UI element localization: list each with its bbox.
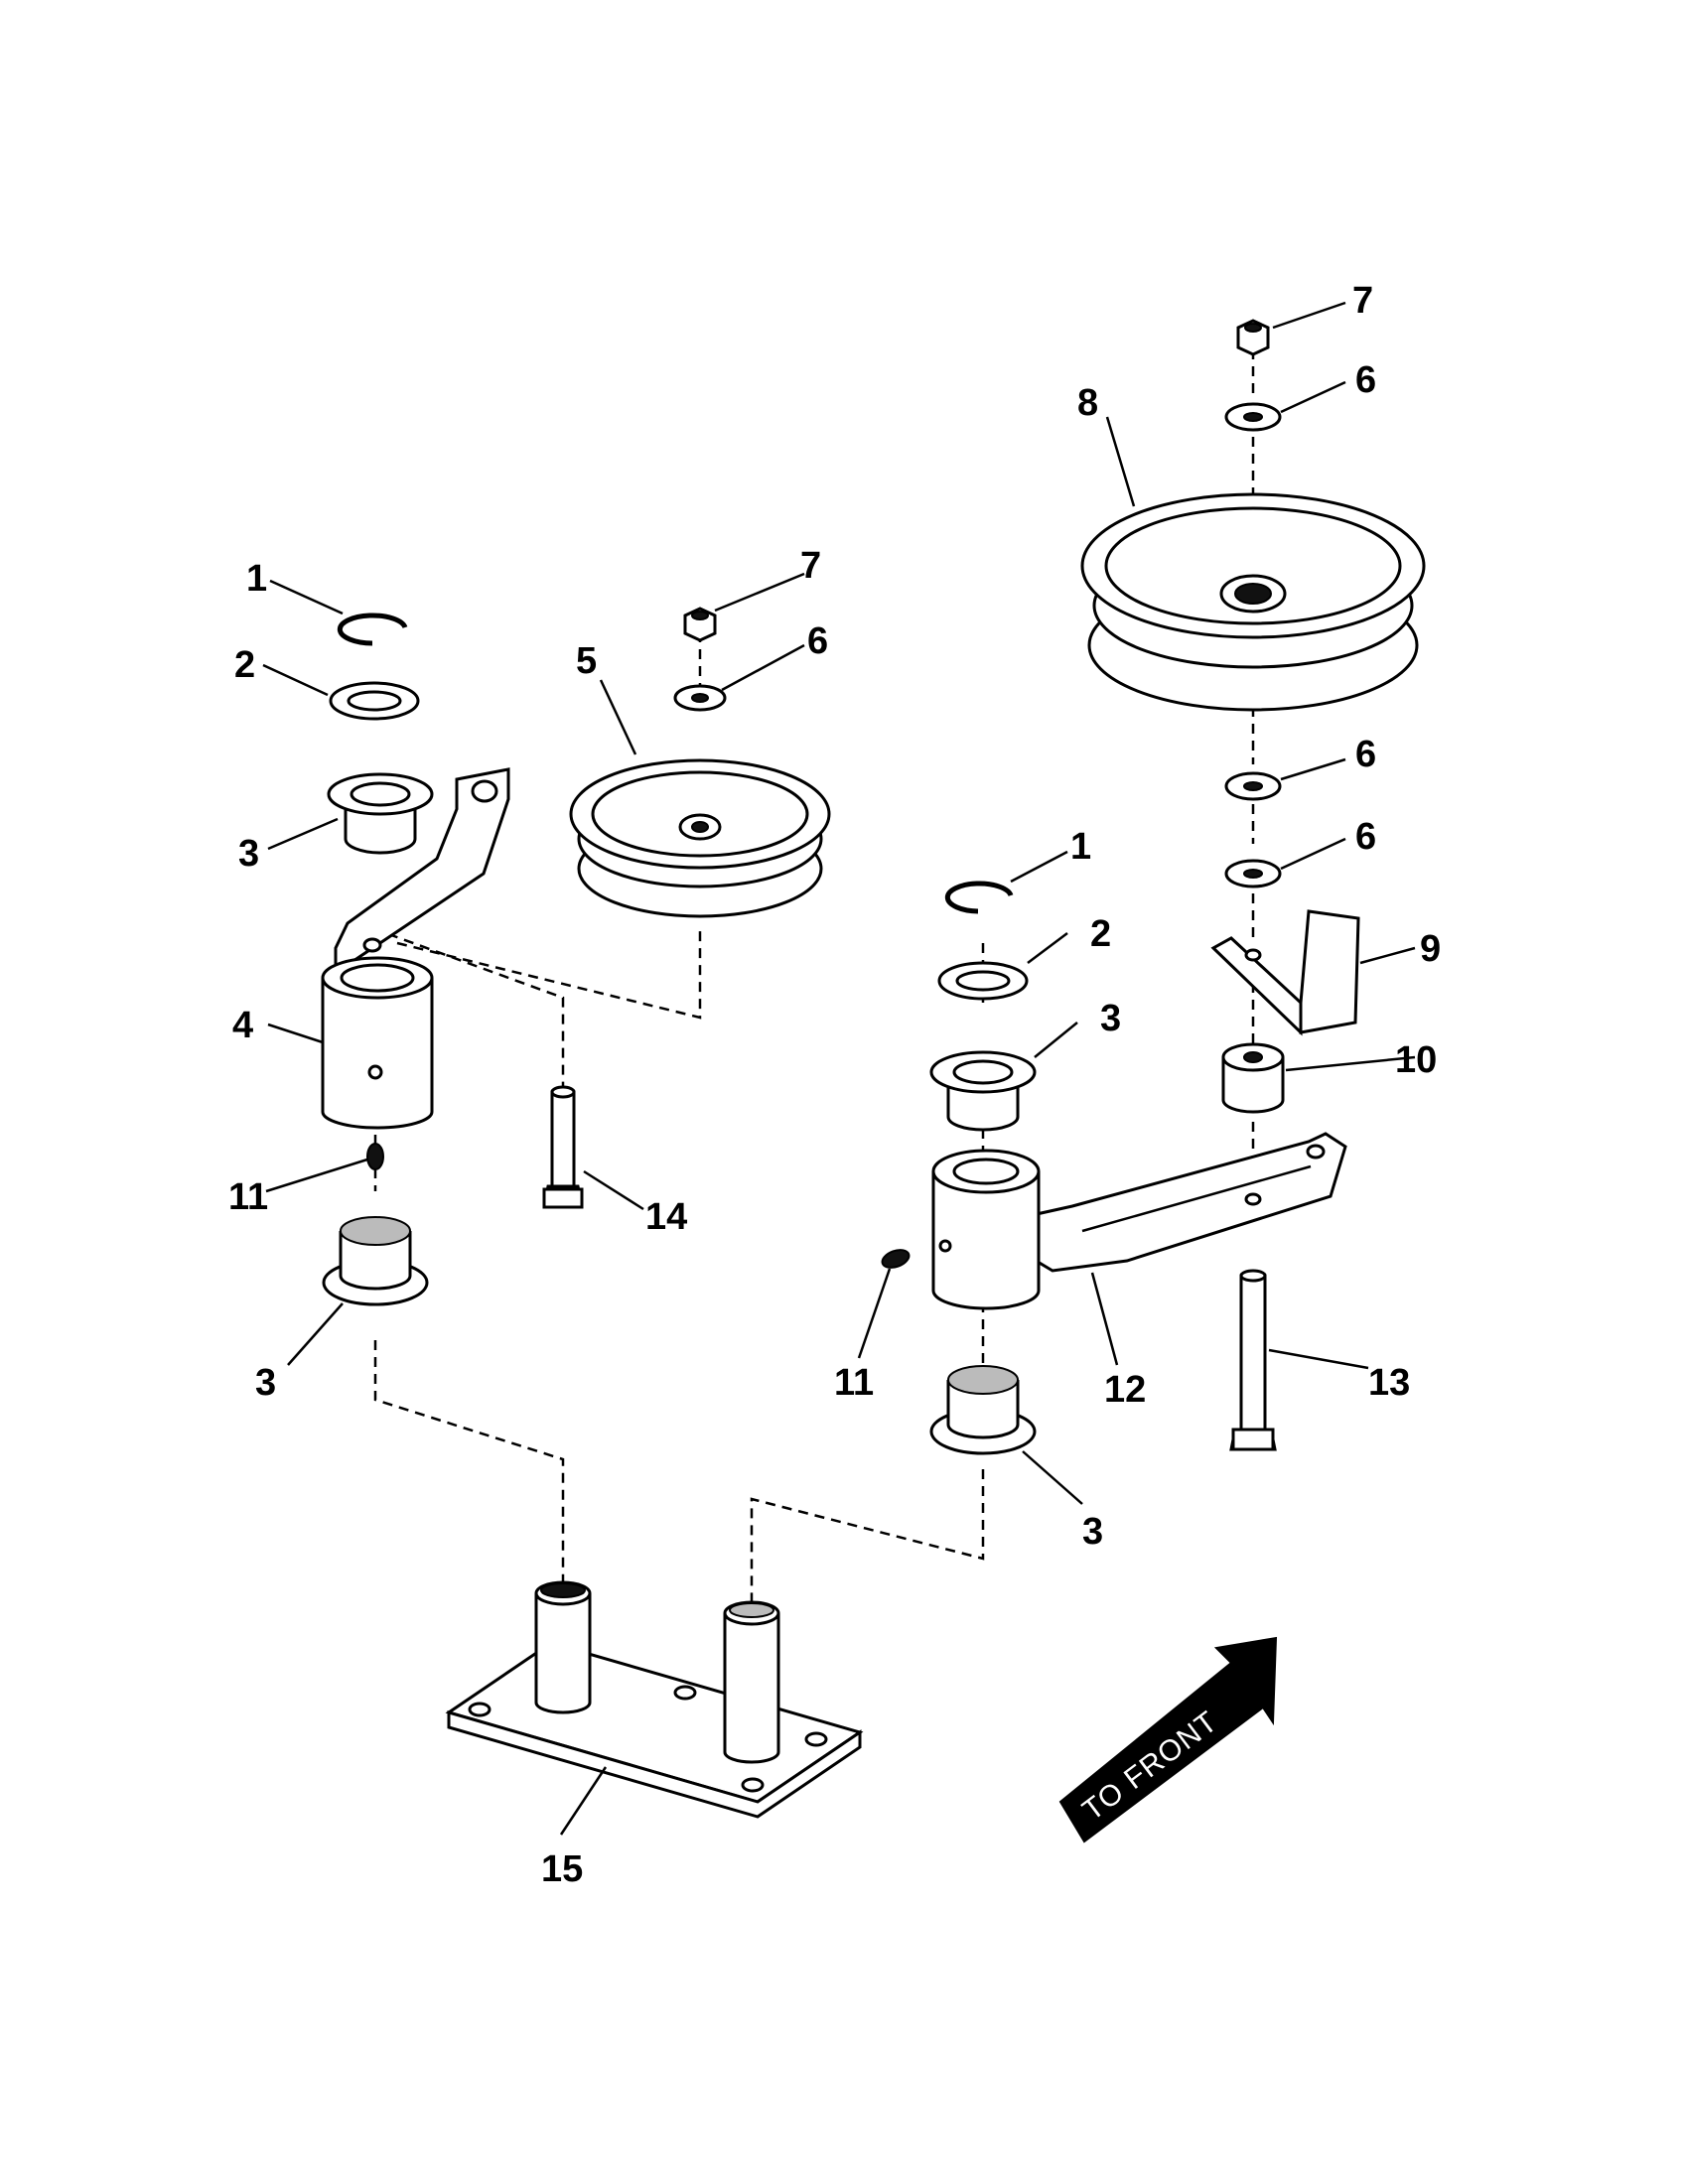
washer-right-lower — [1224, 859, 1282, 888]
bushing-bottom-right — [929, 1365, 1037, 1455]
callout-6: 6 — [1355, 816, 1376, 858]
washer-right-bushing — [937, 961, 1029, 1001]
callout-11: 11 — [834, 1362, 874, 1404]
callout-4: 4 — [232, 1005, 253, 1046]
spacer — [1221, 1042, 1285, 1114]
idler-arm-right — [931, 1132, 1347, 1310]
callout-3: 3 — [238, 833, 259, 875]
washer-left — [329, 681, 420, 721]
to-front-arrow: TO FRONT — [1058, 1636, 1278, 1843]
bushing-top-right — [929, 1050, 1037, 1132]
setscrew-right — [881, 1249, 911, 1269]
callout-2: 2 — [1090, 913, 1111, 955]
bushing-bottom-left — [322, 1216, 429, 1306]
callout-13: 13 — [1368, 1362, 1410, 1404]
callout-6: 6 — [1355, 734, 1376, 775]
washer-left-pulley — [673, 684, 727, 712]
snap-ring-left — [337, 613, 408, 646]
callout-7: 7 — [800, 545, 821, 587]
callout-14: 14 — [645, 1196, 687, 1238]
callout-6: 6 — [1355, 359, 1376, 401]
callout-3: 3 — [255, 1362, 276, 1404]
callout-12: 12 — [1104, 1369, 1146, 1411]
callout-11: 11 — [228, 1176, 268, 1218]
callout-1: 1 — [246, 558, 267, 600]
callout-6: 6 — [807, 620, 828, 662]
idler-arm-left — [321, 767, 510, 1130]
to-front-label: TO FRONT — [1076, 1705, 1223, 1827]
callout-3: 3 — [1082, 1511, 1103, 1553]
idler-pulley-left — [569, 758, 831, 918]
idler-pulley-right — [1080, 492, 1426, 712]
callout-2: 2 — [234, 644, 255, 686]
nut-right-pulley — [1236, 319, 1270, 356]
callout-5: 5 — [576, 640, 597, 682]
callout-15: 15 — [541, 1848, 583, 1890]
washer-right-top — [1224, 402, 1282, 432]
bushing-top-left — [327, 772, 434, 855]
washer-right-middle — [1224, 771, 1282, 801]
bolt-left — [542, 1085, 584, 1209]
leader-lines — [262, 301, 1416, 1836]
callout-labels: 1 2 3 4 11 3 14 5 7 6 7 6 8 6 6 9 10 1 2… — [228, 280, 1441, 1890]
callout-8: 8 — [1077, 382, 1098, 424]
callout-1: 1 — [1070, 826, 1091, 868]
long-bolt — [1229, 1269, 1277, 1451]
callout-10: 10 — [1395, 1039, 1437, 1081]
snap-ring-right — [944, 881, 1014, 914]
mounting-plate — [445, 1580, 864, 1819]
nut-left-pulley — [683, 607, 717, 642]
callout-7: 7 — [1352, 280, 1373, 322]
angle-bracket — [1210, 909, 1360, 1036]
callout-3: 3 — [1100, 998, 1121, 1039]
callout-9: 9 — [1420, 928, 1441, 970]
setscrew-left — [366, 1143, 384, 1170]
